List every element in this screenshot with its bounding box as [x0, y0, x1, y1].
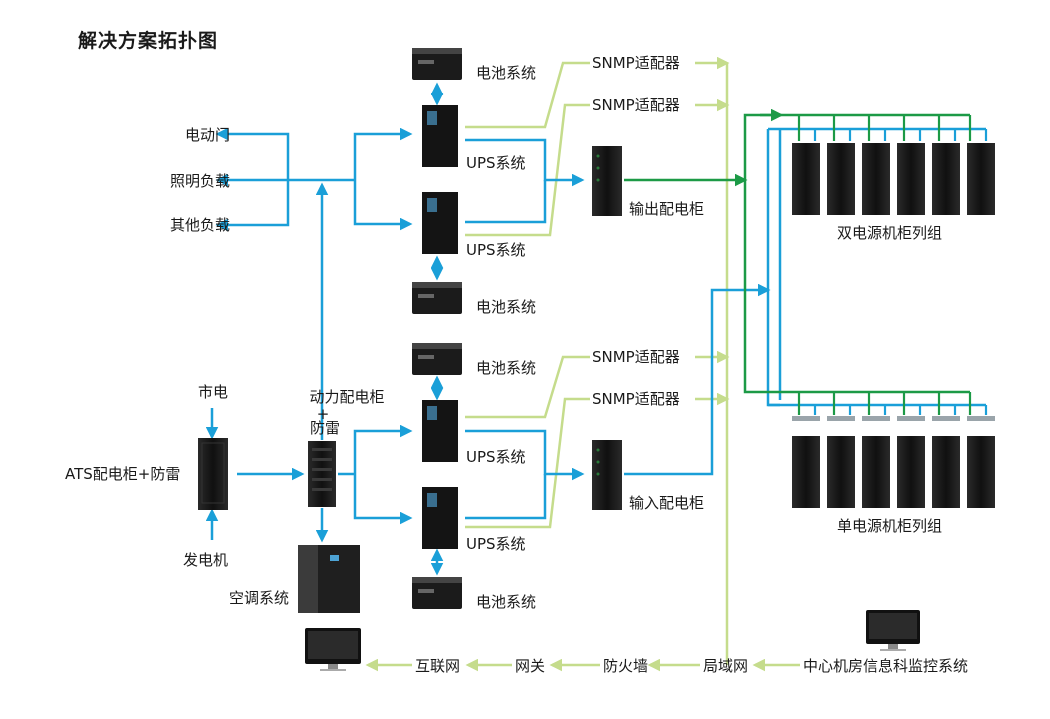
label-power-cabinet-line1: 动力配电柜	[309, 388, 385, 406]
output-cabinet-icon	[592, 146, 622, 216]
monitor-system-icon	[866, 610, 920, 651]
label-ups-1: UPS系统	[466, 154, 526, 172]
label-other-load: 其他负载	[170, 216, 231, 234]
label-mains: 市电	[198, 383, 229, 401]
label-power-cabinet-plus: +	[316, 405, 330, 423]
air-conditioner-icon	[298, 545, 360, 613]
label-battery-4: 电池系统	[476, 593, 537, 611]
label-snmp-2: SNMP适配器	[592, 96, 680, 114]
label-lan: 局域网	[703, 657, 749, 675]
label-snmp-4: SNMP适配器	[592, 390, 680, 408]
label-generator: 发电机	[183, 551, 229, 569]
label-ats: ATS配电柜+防雷	[65, 465, 181, 483]
network-lines	[365, 56, 800, 672]
label-firewall: 防火墙	[603, 657, 649, 675]
label-input-cabinet: 输入配电柜	[629, 494, 705, 512]
label-ups-2: UPS系统	[466, 241, 526, 259]
label-single-rack-group: 单电源机柜列组	[837, 517, 943, 535]
label-power-cabinet-line2: 防雷	[310, 419, 341, 437]
power-lines	[205, 82, 986, 576]
label-ups-3: UPS系统	[466, 448, 526, 466]
label-battery-3: 电池系统	[476, 359, 537, 377]
ats-cabinet-icon	[198, 438, 228, 510]
dual-power-racks	[792, 143, 995, 215]
label-monitor-system: 中心机房信息科监控系统	[803, 657, 969, 675]
battery-icons	[412, 48, 462, 609]
single-power-racks	[792, 416, 995, 508]
label-dual-rack-group: 双电源机柜列组	[837, 224, 943, 242]
rack-drops	[797, 115, 988, 415]
label-lighting: 照明负载	[170, 172, 231, 190]
label-snmp-1: SNMP适配器	[592, 54, 680, 72]
label-ups-4: UPS系统	[466, 535, 526, 553]
label-battery-1: 电池系统	[476, 64, 537, 82]
label-gateway: 网关	[515, 657, 546, 675]
label-door: 电动门	[185, 126, 231, 144]
input-cabinet-icon	[592, 440, 622, 510]
ups-icons	[422, 105, 458, 549]
diagram-title: 解决方案拓扑图	[78, 30, 219, 52]
label-internet: 互联网	[415, 657, 461, 675]
internet-monitor-icon	[305, 628, 361, 671]
label-aircon: 空调系统	[229, 589, 290, 607]
label-snmp-3: SNMP适配器	[592, 348, 680, 366]
label-output-cabinet: 输出配电柜	[629, 200, 705, 218]
label-battery-2: 电池系统	[476, 298, 537, 316]
power-cabinet-icon	[308, 441, 336, 507]
